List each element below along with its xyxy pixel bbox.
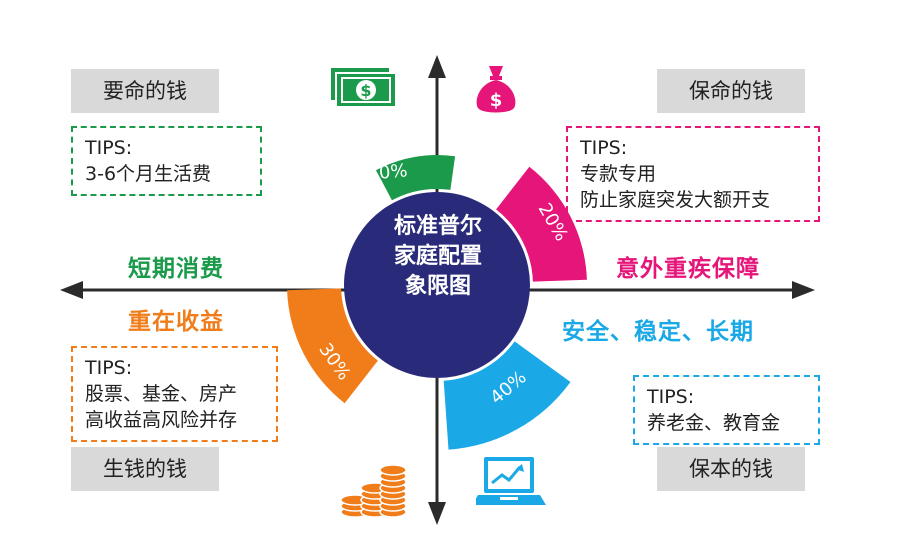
- axis-arrow-down: [428, 502, 446, 525]
- svg-text:$: $: [360, 81, 371, 100]
- axis-arrow-right: [792, 281, 815, 299]
- center-title: 标准普尔 家庭配置 象限图: [343, 212, 533, 302]
- tips-heading: TIPS:: [85, 137, 133, 159]
- arc-segment-top-left: [375, 155, 456, 201]
- title-bottom-right: 保本的钱: [657, 447, 805, 491]
- tips-box-top-left: TIPS: 3-6个月生活费: [71, 126, 262, 196]
- tips-heading: TIPS:: [85, 357, 133, 379]
- label-focus-returns: 重在收益: [128, 309, 224, 335]
- svg-text:$: $: [490, 90, 503, 111]
- center-circle: [344, 192, 530, 378]
- axis-arrow-up: [428, 55, 446, 78]
- arc-segment-top-right: [496, 166, 587, 282]
- tips-line: 股票、基金、房产: [85, 383, 238, 405]
- coin-stacks-icon: [340, 464, 407, 518]
- cash-bills-icon: $: [331, 68, 395, 106]
- title-top-left: 要命的钱: [71, 69, 219, 113]
- tips-line: 专款专用: [580, 163, 657, 185]
- tips-box-bottom-right: TIPS: 养老金、教育金: [633, 375, 820, 445]
- tips-line: 养老金、教育金: [647, 412, 781, 434]
- center-title-line-2: 家庭配置: [393, 244, 482, 269]
- label-short-term-consumption: 短期消费: [128, 256, 224, 282]
- tips-box-bottom-left: TIPS: 股票、基金、房产 高收益高风险并存: [71, 346, 278, 442]
- tips-heading: TIPS:: [647, 386, 695, 408]
- center-title-line-1: 标准普尔: [393, 214, 482, 239]
- title-bottom-left: 生钱的钱: [71, 447, 219, 491]
- tips-heading: TIPS:: [580, 137, 628, 159]
- arc-segment-bottom-left: [287, 288, 378, 404]
- tips-line: 防止家庭突发大额开支: [580, 189, 771, 211]
- money-bag-icon: $: [476, 66, 516, 113]
- laptop-chart-icon: [476, 457, 546, 505]
- label-safe-stable-long-term: 安全、稳定、长期: [562, 319, 754, 345]
- center-title-line-3: 象限图: [404, 274, 471, 299]
- axis-arrow-left: [60, 281, 83, 299]
- percent-label-top-left: 10%: [367, 160, 409, 184]
- arc-segment-bottom-right: [443, 341, 571, 450]
- label-accident-illness-protection: 意外重疾保障: [616, 256, 760, 282]
- title-top-right: 保命的钱: [657, 69, 805, 113]
- tips-line: 3-6个月生活费: [85, 163, 212, 185]
- tips-box-top-right: TIPS: 专款专用 防止家庭突发大额开支: [566, 126, 820, 222]
- tips-line: 高收益高风险并存: [85, 409, 238, 431]
